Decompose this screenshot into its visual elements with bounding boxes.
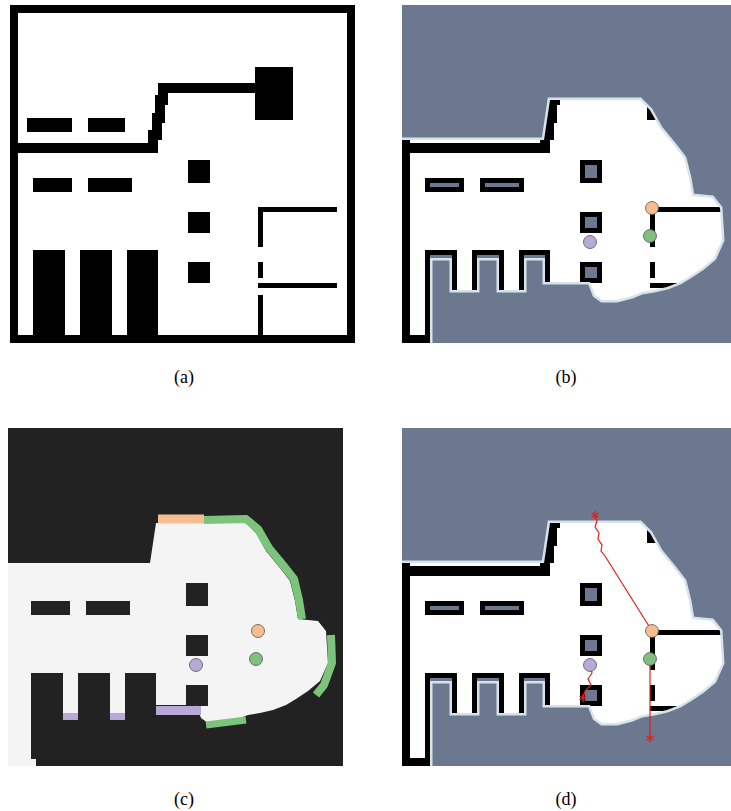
goal-star: [580, 694, 587, 702]
panel-label: (b): [554, 367, 579, 389]
walls: [402, 432, 731, 762]
goal-star: [592, 511, 599, 519]
obstacles: [25, 541, 208, 759]
panel-label: (a): [172, 367, 196, 389]
panel-d-paths: [392, 423, 731, 773]
panel-c-frontiers: [0, 423, 358, 773]
robots: [584, 202, 659, 249]
panel-label-holder: (c): [172, 789, 196, 811]
planned-path: [649, 659, 650, 738]
panel-label-holder: (b): [554, 367, 579, 389]
robots: [584, 625, 659, 672]
walls: [10, 9, 351, 339]
frontier-green: [204, 519, 302, 619]
panel-label-holder: (d): [554, 789, 579, 811]
frontier-orange: [158, 515, 204, 524]
robots: [190, 625, 265, 672]
panel-b-map: [392, 0, 731, 350]
goal-star: [647, 734, 654, 742]
panel-label: (d): [554, 789, 579, 811]
panel-a-map: [10, 5, 355, 343]
frontier-purple: [63, 713, 78, 720]
planned-path: [595, 515, 652, 631]
panel-label: (c): [172, 789, 196, 811]
walls: [402, 9, 731, 339]
panel-label-holder: (a): [172, 367, 196, 389]
